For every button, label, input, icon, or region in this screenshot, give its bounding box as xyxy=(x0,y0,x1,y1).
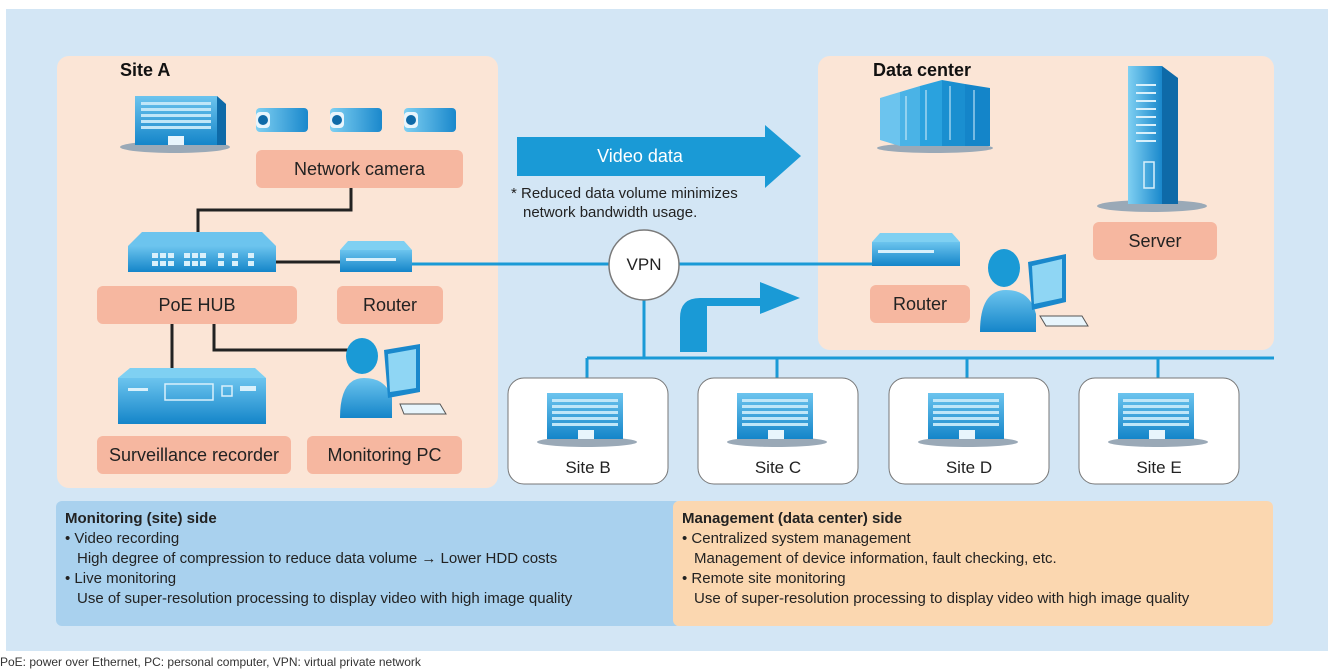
monitoring-item-1-detail: High degree of compression to reduce dat… xyxy=(77,550,558,567)
bandwidth-note-line2: network bandwidth usage. xyxy=(523,204,698,221)
site-c-label: Site C xyxy=(754,458,802,477)
monitoring-item-2: • Live monitoring xyxy=(65,570,177,587)
vpn-label: VPN xyxy=(626,255,662,274)
abbreviation-footnote: PoE: power over Ethernet, PC: personal c… xyxy=(0,655,421,669)
network-camera-label: Network camera xyxy=(256,150,463,188)
datacenter-racks-icon xyxy=(877,80,993,153)
site-b-box xyxy=(507,377,669,485)
video-data-arrow xyxy=(517,125,801,188)
management-side-box: Management (data center) side • Centrali… xyxy=(673,501,1273,626)
operator-pc-icon xyxy=(980,249,1089,332)
site-d-box xyxy=(888,377,1050,485)
site-a-title: Site A xyxy=(120,60,171,80)
management-item-2: • Remote site monitoring xyxy=(682,570,846,587)
monitoring-side-heading: Monitoring (site) side xyxy=(65,510,217,527)
data-center-title: Data center xyxy=(873,60,972,80)
network-camera-icon xyxy=(256,108,308,132)
vpn-node xyxy=(608,229,680,301)
network-camera-icon xyxy=(330,108,382,132)
bandwidth-note: * Reduced data volume minimizes network … xyxy=(511,184,771,222)
site-e-box xyxy=(1078,377,1240,485)
monitoring-pc-label: Monitoring PC xyxy=(307,436,462,474)
bandwidth-note-line1: * Reduced data volume minimizes xyxy=(511,185,738,202)
network-camera-icon xyxy=(404,108,456,132)
site-a-cables xyxy=(170,188,353,368)
site-b-label: Site B xyxy=(565,458,611,477)
monitoring-item-2-detail: Use of super-resolution processing to di… xyxy=(77,590,573,607)
management-item-1: • Centralized system management xyxy=(682,530,911,547)
router-icon xyxy=(340,241,412,272)
router-label: Router xyxy=(337,286,443,324)
site-c-box xyxy=(697,377,859,485)
recorder-icon xyxy=(118,368,266,424)
management-curved-arrow xyxy=(680,282,800,352)
poe-hub-icon xyxy=(128,232,276,272)
poe-hub-label: PoE HUB xyxy=(97,286,297,324)
site-d-label: Site D xyxy=(945,458,993,477)
router-icon xyxy=(872,233,960,266)
dc-router-label: Router xyxy=(870,285,970,323)
management-item-1-detail: Management of device information, fault … xyxy=(694,550,1057,567)
site-e-label: Site E xyxy=(1136,458,1182,477)
network-lines xyxy=(410,262,1274,378)
operator-pc-icon xyxy=(340,338,447,418)
server-label: Server xyxy=(1093,222,1217,260)
management-side-heading: Management (data center) side xyxy=(682,510,903,527)
video-data-label: Video data xyxy=(597,146,683,166)
monitoring-side-box: Monitoring (site) side • Video recording… xyxy=(56,501,681,626)
surveillance-recorder-label: Surveillance recorder xyxy=(97,436,291,474)
server-tower-icon xyxy=(1097,66,1207,212)
monitoring-item-1: • Video recording xyxy=(65,530,180,547)
management-item-2-detail: Use of super-resolution processing to di… xyxy=(694,590,1190,607)
building-icon xyxy=(120,96,230,153)
